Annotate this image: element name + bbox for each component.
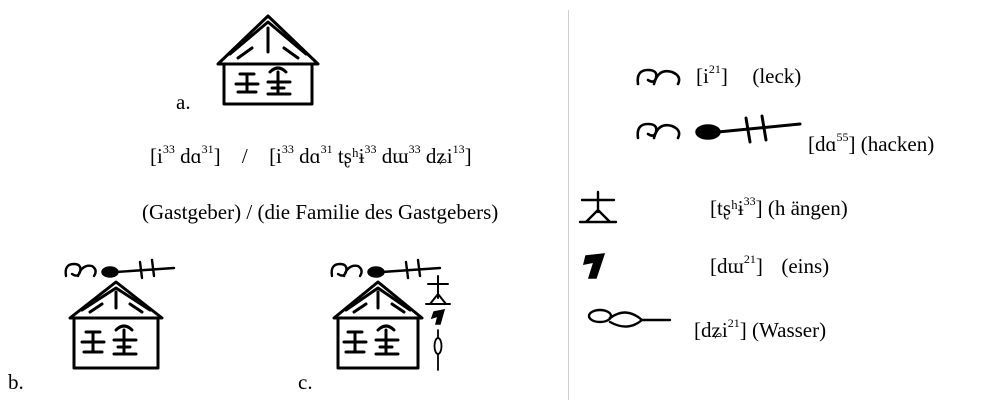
row-one: [dɯ21] (eins) xyxy=(710,254,829,278)
column-divider xyxy=(568,10,569,400)
row-hang: [tʂʰɨ33] (h ängen) xyxy=(710,196,848,220)
row-water: [dʑi21] (Wasser) xyxy=(694,318,826,342)
gloss-line: (Gastgeber) / (die Familie des Gastgeber… xyxy=(142,200,498,224)
water-glyph-icon xyxy=(584,302,674,338)
host-composite-c-icon xyxy=(326,248,466,376)
host-composite-b-icon xyxy=(60,250,180,375)
hang-glyph-icon xyxy=(578,190,618,226)
label-b: b. xyxy=(8,370,24,394)
reading-line: [i33 dɑ31] / [i33 dɑ31 tʂʰɨ33 dɯ33 dʑi13… xyxy=(150,144,472,168)
label-a: a. xyxy=(176,90,191,114)
house-glyph-icon xyxy=(212,12,324,107)
row-leak: [i21] (leck) xyxy=(696,64,801,88)
leak-glyph-icon xyxy=(634,64,686,90)
chop-glyph-icon xyxy=(634,112,802,146)
label-c: c. xyxy=(298,370,313,394)
one-glyph-icon xyxy=(580,252,610,280)
row-chop: [dɑ55] (hacken) xyxy=(808,132,934,156)
